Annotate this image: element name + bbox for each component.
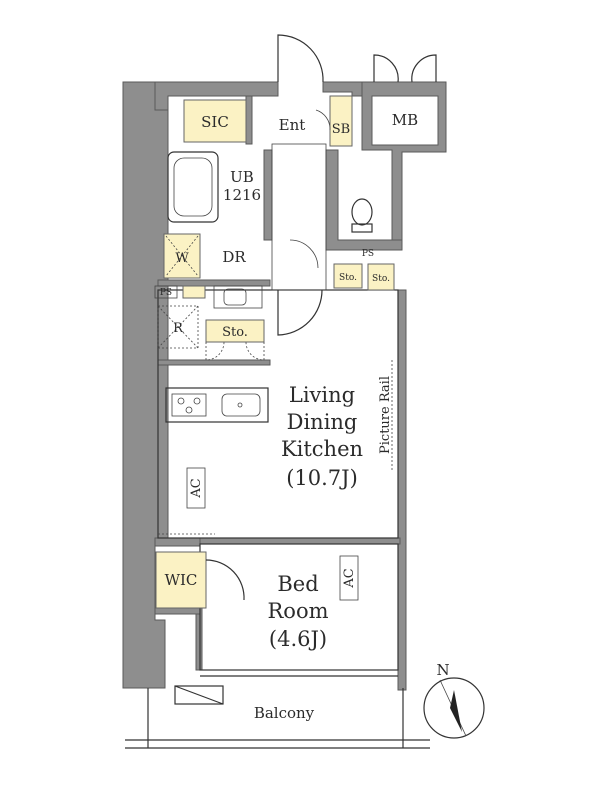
wic-wall-top [154,537,201,547]
ps-left-box [154,285,178,299]
bathtub [167,151,219,223]
label-unit-bath-size: 1216 [223,186,261,204]
storage-hall1-box [333,263,363,289]
mb-doors [373,54,437,83]
bath-wall-right [263,149,273,241]
wic-wall-bottom [154,607,201,615]
bedroom-wall-top [195,537,401,545]
ac-box-ldk [186,467,206,509]
label-pipe-space-toilet: PS [362,249,374,259]
label-meter-box: MB [392,111,418,129]
washer [165,235,199,277]
label-bedroom-line1: Bed [277,572,318,596]
wic-box [155,551,207,609]
label-refrigerator: R [173,321,184,336]
sic-box [183,99,247,143]
label-ldk-line2: Dining [287,410,358,434]
balcony-ac-unit [174,685,224,705]
label-ldk-line1: Living [289,383,355,407]
label-picture-rail: Picture Rail [378,376,393,454]
label-washer: W [175,251,189,266]
ent-wall-left [245,95,253,145]
ps-hl-box [182,285,206,299]
storage-hall2-box [367,263,395,291]
interior-doors [205,109,331,601]
entrance-door [277,34,324,83]
refrigerator-space [157,305,199,349]
north-arrow-icon: N [423,661,485,739]
label-storage-hall-2: Sto. [372,274,390,284]
toilet-wall [325,149,403,251]
kitchen-counter [165,387,269,423]
label-wic: WIC [165,571,198,589]
storage-kitchen-box [205,319,265,343]
hall-outline [271,143,327,291]
dr-wall-bottom [157,279,271,287]
label-storage-kitchen: Sto. [222,325,248,340]
right-wall [397,289,407,691]
structural-walls [122,81,447,691]
label-ldk-size: (10.7J) [286,466,358,490]
label-ac-ldk: AC [189,478,204,498]
toilet [351,198,373,233]
kitchen-wall-mid [157,359,271,366]
label-balcony: Balcony [254,704,315,722]
compass-north-label: N [436,661,449,679]
label-bedroom-size: (4.6J) [269,627,327,651]
washbasin [213,285,263,309]
ac-box-bedroom [339,555,359,601]
label-shoe-box: SB [332,122,350,137]
label-entrance: Ent [279,116,306,134]
mb-wall [361,81,447,241]
label-unit-bath: UB [230,168,254,186]
label-storage-hall-1: Sto. [339,273,357,283]
label-pipe-space-left: PS [160,288,172,298]
label-dressing-room: DR [222,248,246,266]
sb-box [329,95,353,147]
label-ac-bedroom: AC [342,568,357,588]
label-sic: SIC [201,113,229,131]
label-ldk-line3: Kitchen [281,437,363,461]
kitchen-storage-doors [205,341,265,361]
label-bedroom-line2: Room [267,599,328,623]
